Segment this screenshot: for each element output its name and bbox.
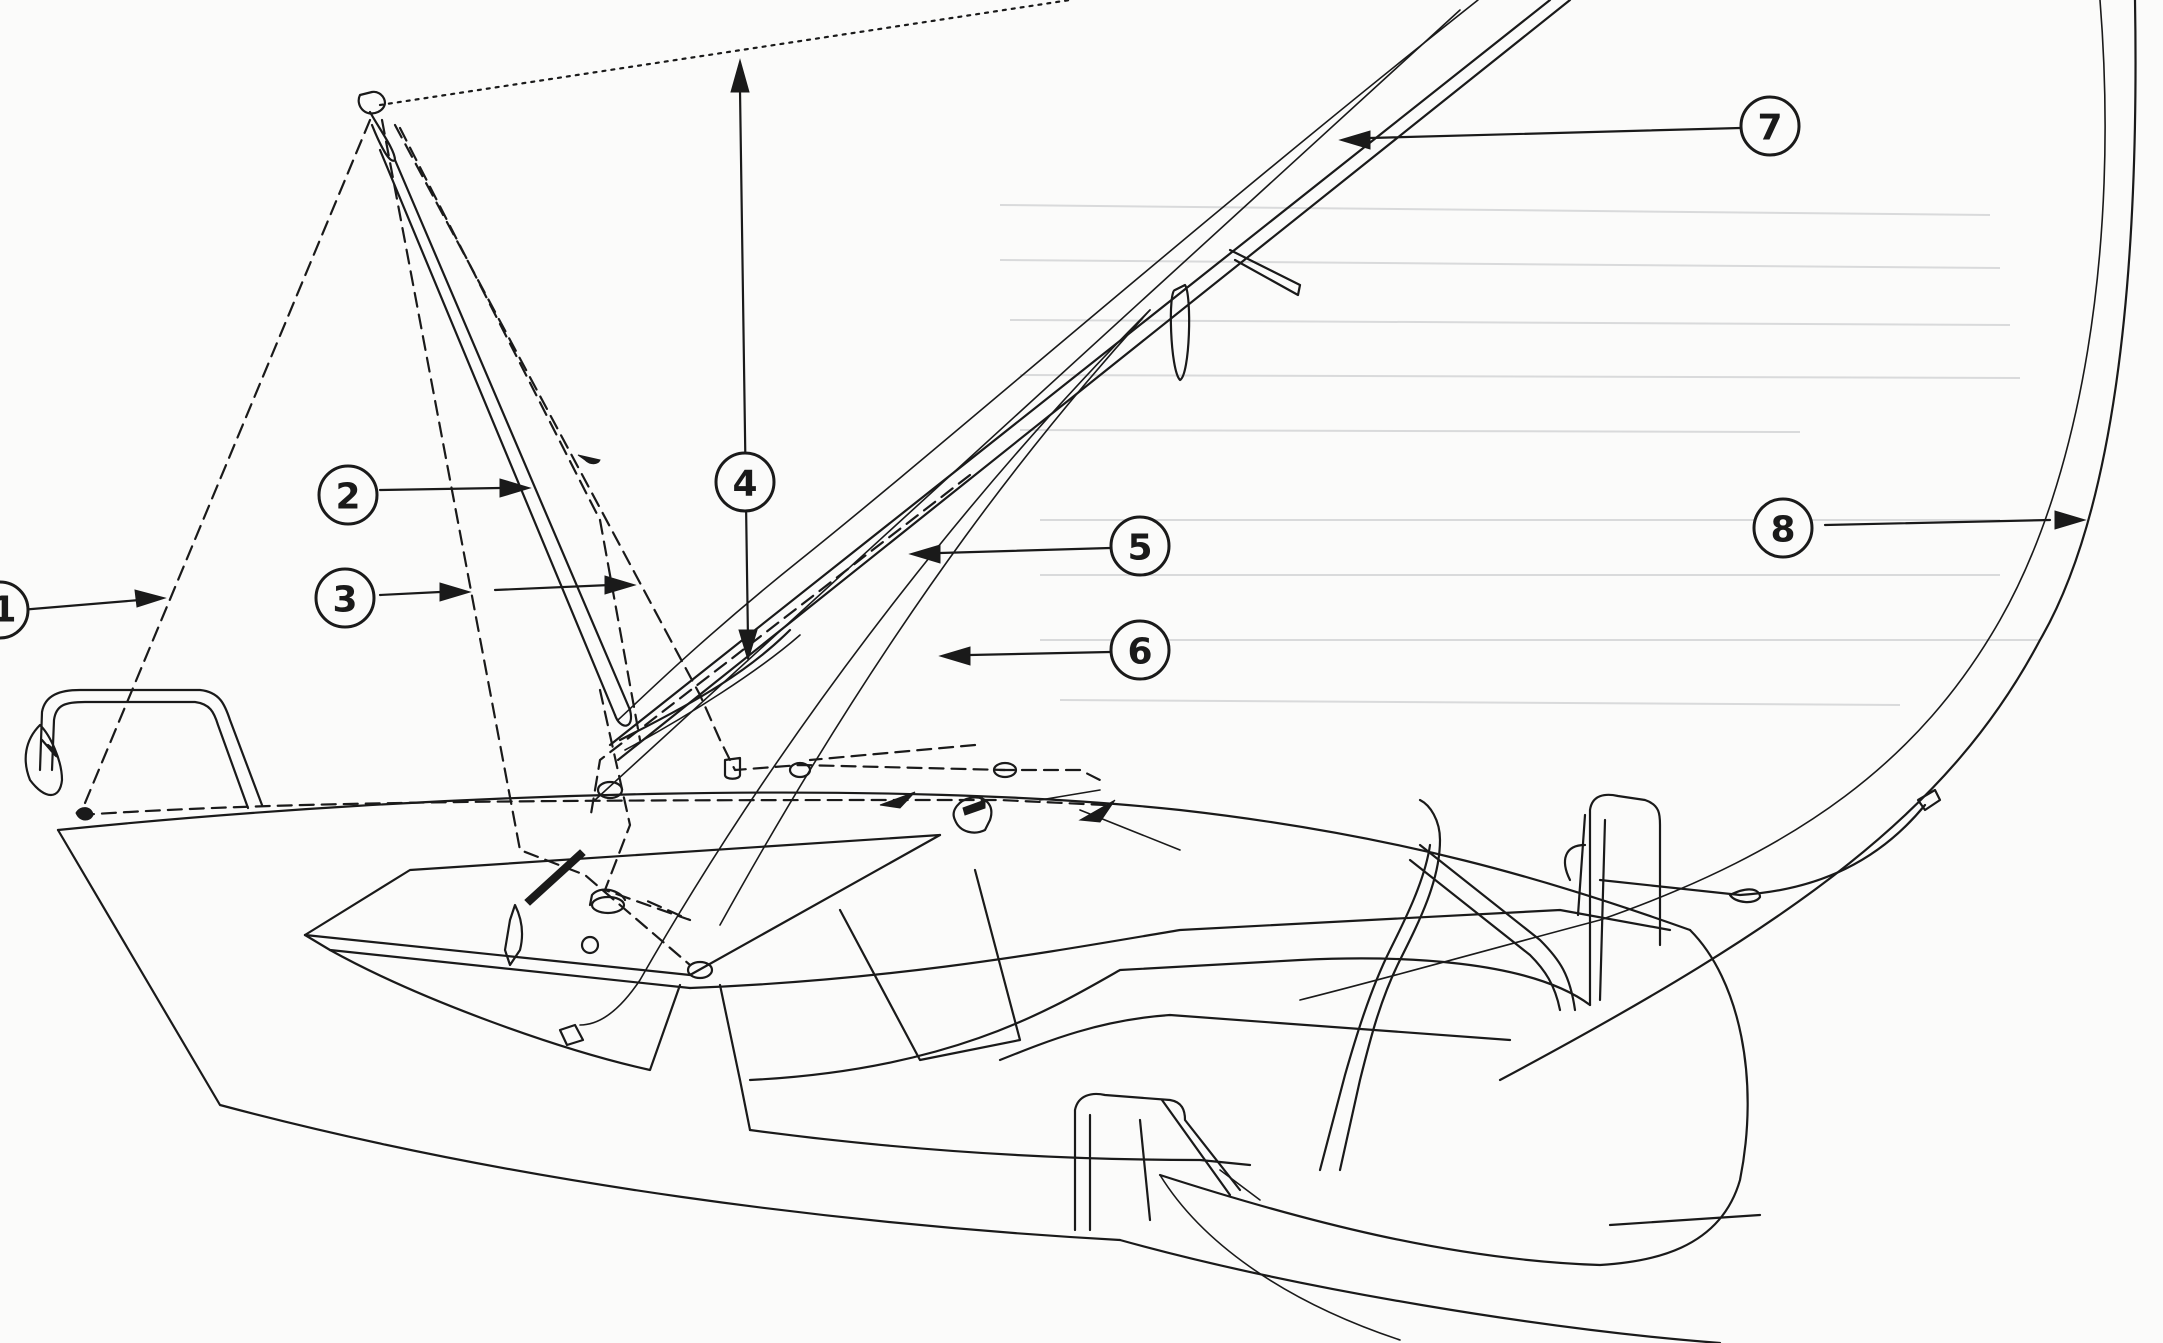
cockpit-seat-front (1219, 1169, 1261, 1201)
hull-transom (1158, 928, 1749, 1267)
callout-8-label: 8 (1770, 510, 1795, 551)
cockpit-coaming-inner (748, 957, 1592, 1082)
hull-transom-inner (1608, 1213, 1762, 1227)
cabin-front-wall (718, 983, 752, 1132)
mainsail-leech (1498, 0, 2137, 1082)
callout-6-label: 6 (1127, 632, 1152, 673)
jib-leech (719, 309, 1151, 926)
callout-1-label: 1 (0, 590, 17, 631)
callout-8: 8 (1752, 497, 1814, 559)
background-bleed-through (999, 204, 2040, 706)
callout-6: 6 (1109, 619, 1171, 681)
mainsail-inner-leech (1299, 0, 2106, 1001)
deck-and-cabin (303, 833, 1672, 1201)
callout-7: 7 (1739, 95, 1801, 157)
masthead-fitting (357, 90, 633, 727)
hull-bow-profile (56, 828, 1122, 1242)
spreader (1228, 248, 1302, 297)
bow-pulpit (24, 688, 264, 810)
hull-keel-line (1159, 1174, 1401, 1341)
cabin-side-wall (328, 948, 682, 1072)
cabin-roof-front (303, 833, 942, 937)
callout-5: 5 (1109, 515, 1171, 577)
topping-lift (378, 0, 1072, 107)
mast (608, 0, 1572, 762)
forestay (617, 0, 1479, 721)
callout-1: 1 (0, 580, 30, 640)
cockpit-coaming-outer (688, 908, 1672, 990)
bow-line-dashed (78, 118, 372, 817)
hull-stern-bottom (1118, 1238, 1722, 1343)
jib-luff (579, 309, 1151, 1026)
mainsheet (1598, 803, 1927, 897)
callout-arrows (18, 58, 2087, 666)
callout-3-label: 3 (332, 580, 357, 621)
halyard-winch (1169, 283, 1191, 382)
callout-2: 2 (317, 464, 379, 526)
cockpit-floor (998, 1013, 1512, 1062)
callout-3: 3 (314, 567, 376, 629)
deck-fittings (75, 454, 1116, 1047)
rigging-lines (579, 0, 2137, 1082)
shroud-upper (594, 9, 1461, 801)
callout-5-label: 5 (1127, 528, 1152, 569)
callout-4: 4 (714, 451, 776, 513)
callout-7-label: 7 (1757, 108, 1782, 149)
stern-pulpits (1073, 793, 1662, 1232)
cabin-roof-inner (303, 933, 692, 990)
callout-2-label: 2 (335, 477, 360, 518)
dashed-rigging (78, 0, 1181, 967)
cockpit-seat-edge (748, 1128, 1252, 1167)
callout-4-label: 4 (732, 464, 757, 505)
cabin-window (838, 868, 1022, 1062)
hull-sheer-line (56, 791, 1692, 932)
hull (56, 791, 1762, 1343)
